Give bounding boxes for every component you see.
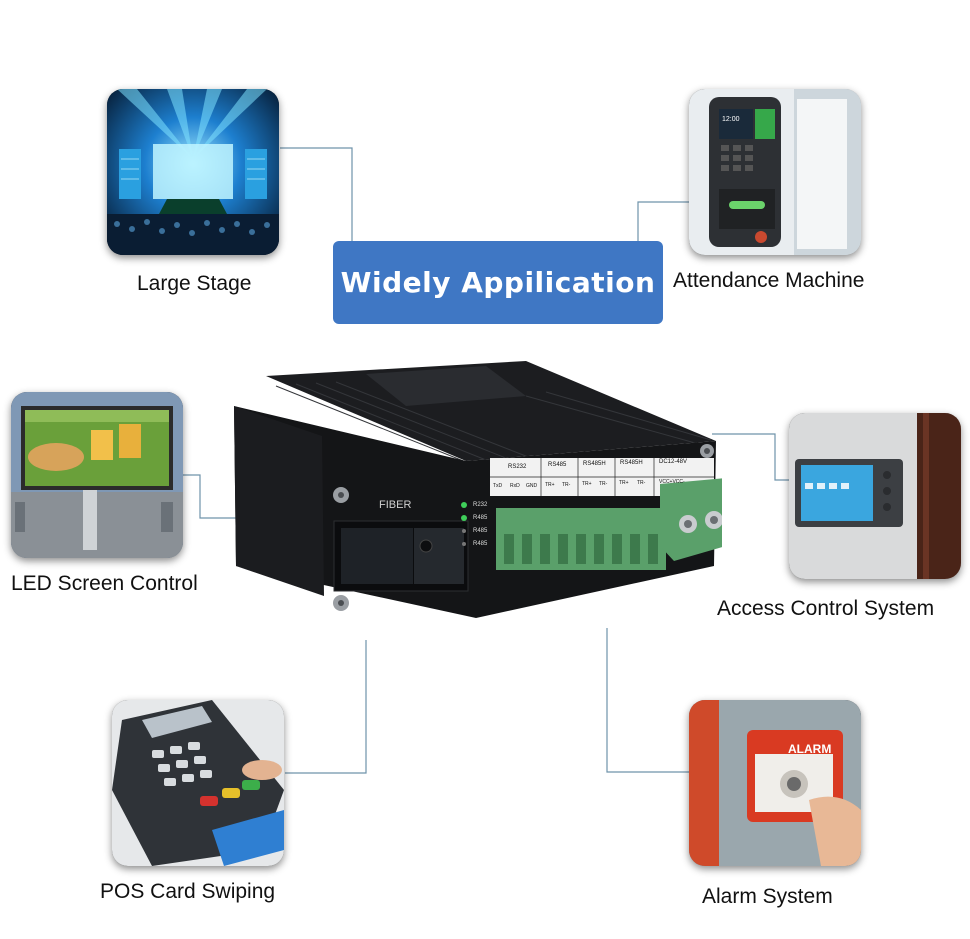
pin-label: GND (526, 483, 538, 489)
group-label: RS485 (548, 462, 567, 468)
group-label: RS485H (583, 461, 606, 467)
access-control-image (789, 413, 961, 579)
led-label: R485 (473, 528, 488, 534)
large-stage-label: Large Stage (137, 272, 252, 295)
pin-label: TxD (493, 483, 503, 489)
large-stage-image (107, 89, 279, 255)
attendance-clock-text: 12:00 (722, 116, 740, 123)
pin-label: RxD (510, 483, 520, 489)
group-label: DC12-48V (659, 459, 688, 465)
attendance-machine-image (689, 89, 861, 255)
pin-label: TR- (599, 481, 608, 487)
pin-label: TR+ (619, 480, 629, 486)
group-label: RS232 (508, 464, 527, 470)
led-label: R485 (473, 541, 488, 547)
pos-card-label: POS Card Swiping (100, 880, 276, 903)
pos-card-image (112, 700, 284, 866)
pin-label: TR+ (545, 482, 555, 488)
access-control-label: Access Control System (717, 597, 935, 620)
alarm-sign-text: ALARM (788, 742, 832, 756)
power-pin-label: VCC+VCC- (659, 479, 685, 485)
application-banner: Widely Appilication (333, 241, 663, 324)
led-screen-label: LED Screen Control (11, 572, 198, 595)
fiber-label: FIBER (379, 499, 412, 511)
led-screen-image (11, 392, 183, 558)
alarm-system-image (689, 700, 861, 866)
led-labels: R232 R485 R485 R485 (473, 499, 487, 551)
pin-label: TR- (637, 480, 646, 486)
attendance-machine-label: Attendance Machine (673, 269, 865, 292)
pin-label: TR- (562, 482, 571, 488)
led-label: R485 (473, 515, 488, 521)
pin-label: TR+ (582, 481, 592, 487)
group-label: RS485H (620, 460, 643, 466)
fiber-converter-device: FIBER R232 R485 R485 R485 RS232 RS485 RS… (226, 356, 726, 628)
alarm-system-label: Alarm System (702, 885, 833, 908)
led-label: R232 (473, 502, 488, 508)
